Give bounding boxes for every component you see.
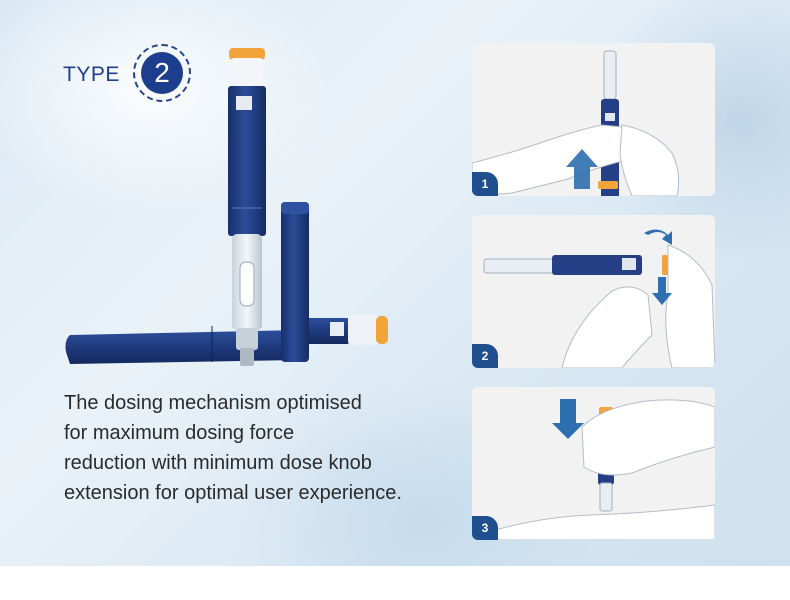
description-text: The dosing mechanism optimised for maxim… (64, 388, 464, 508)
step-1-illustration (472, 50, 680, 196)
type-number: 2 (141, 52, 183, 94)
step-3-illustration (472, 399, 715, 540)
pen-cap (281, 202, 309, 362)
type-label: TYPE (63, 63, 120, 86)
description-line: extension for optimal user experience. (64, 482, 402, 504)
vertical-pen (228, 48, 266, 366)
step-panel-3: 3 (472, 387, 715, 540)
step-panel-2: 2 (472, 215, 715, 368)
step-number-1: 1 (472, 172, 498, 196)
type-badge: 2 (133, 44, 191, 102)
step-number-3: 3 (472, 516, 498, 540)
step-panel-1: 1 (472, 43, 715, 196)
horizontal-pen (65, 315, 388, 364)
bottom-band (0, 566, 790, 600)
step-2-illustration (483, 229, 715, 368)
step-number-2: 2 (472, 344, 498, 368)
description-line: reduction with minimum dose knob (64, 452, 372, 474)
description-line: The dosing mechanism optimised (64, 392, 362, 414)
description-line: for maximum dosing force (64, 422, 295, 444)
